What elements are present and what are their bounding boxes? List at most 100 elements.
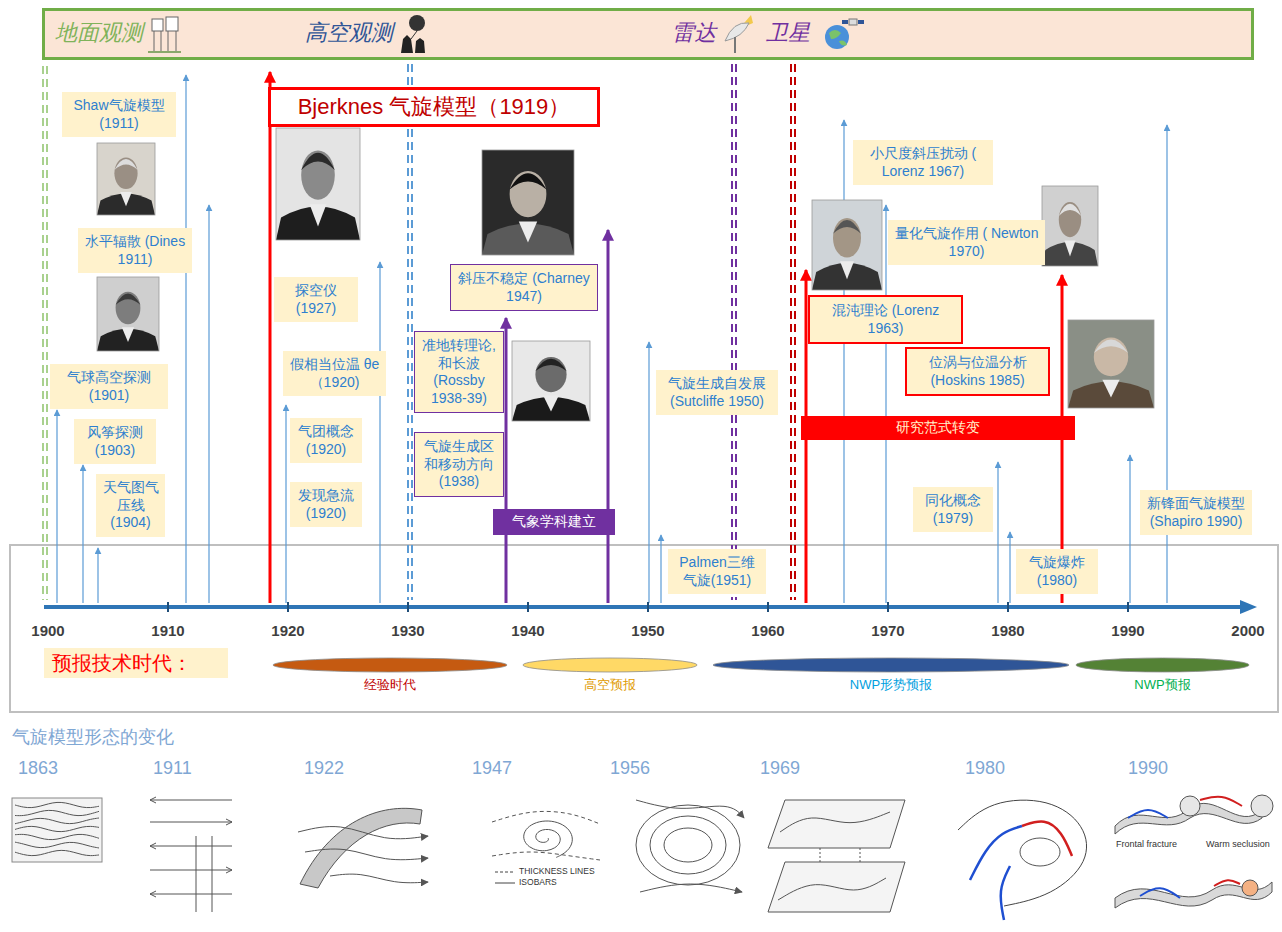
- portrait-head: [116, 292, 141, 325]
- cold-front-sketch: [1001, 866, 1010, 920]
- portrait-frame: [97, 143, 155, 215]
- thickness-line-sketch: [492, 852, 600, 860]
- spiral-sketch: [524, 821, 573, 857]
- event-box: 同化概念 (1979): [913, 487, 993, 532]
- sketch-annotation: Frontal fracture: [1116, 839, 1177, 849]
- portrait-background: [276, 128, 360, 240]
- legend-text: ISOBARS: [519, 878, 557, 887]
- axis-year: 1920: [271, 622, 304, 639]
- label-anchor: Warm seclusion: [1206, 839, 1270, 849]
- solar-panel: [858, 20, 864, 24]
- event-arrow: [1129, 455, 1130, 603]
- era-ellipse-shape: [713, 658, 1069, 672]
- front-line-sketch: [196, 836, 197, 912]
- portrait-collar: [310, 204, 327, 226]
- legend-item: THICKNESS LINES: [494, 866, 595, 877]
- event-box: 水平辐散 (Dines 1911): [78, 228, 192, 273]
- streamline-sketch: [636, 800, 744, 818]
- box-text: 风筝探测 (1903): [87, 424, 144, 459]
- box-text: 预报技术时代：: [52, 651, 193, 675]
- event-box: 气团概念 (1920): [290, 418, 362, 463]
- time-axis: [44, 605, 1242, 609]
- box-text: 气旋生成自发展 (Sutcliffe 1950): [668, 375, 767, 410]
- frontal-wedge-sketch: [300, 808, 422, 888]
- contour-sketch: [778, 878, 886, 900]
- box-text: 天气图气 压线 (1904): [102, 479, 159, 532]
- theory-box: 混沌理论 (Lorenz 1963): [808, 295, 963, 344]
- event-arrow: [379, 262, 380, 603]
- era-divider-dashed: [42, 66, 44, 600]
- era-divider-dashed: [731, 64, 733, 600]
- observation-label: 卫星: [766, 20, 810, 46]
- isobar-sketch: [15, 810, 99, 815]
- screen-leg: [176, 31, 177, 51]
- portrait-photo: [482, 150, 574, 255]
- event-arrow: [843, 120, 844, 603]
- milestone-arrow: [505, 318, 508, 603]
- legend-swatch: [494, 879, 516, 887]
- era-divider-dashed: [790, 64, 792, 600]
- event-arrow: [648, 342, 649, 603]
- axis-year: 2000: [1231, 622, 1264, 639]
- event-box: 风筝探测 (1903): [74, 419, 156, 464]
- event-arrow: [82, 465, 83, 603]
- label-anchor: 气旋模型形态的变化: [12, 727, 174, 748]
- portrait-frame: [512, 341, 590, 421]
- label-anchor: 1922: [304, 758, 344, 779]
- label-anchor: 2000: [1231, 622, 1264, 639]
- event-arrow: [56, 410, 57, 603]
- vortex-sketch: [1180, 796, 1200, 816]
- flow-line-sketch: [150, 870, 232, 871]
- icon-layer: [45, 11, 1251, 57]
- era-label: 经验时代: [272, 676, 508, 694]
- axis-year: 1900: [31, 622, 64, 639]
- portrait-hair: [301, 153, 335, 170]
- sketch-year: 1969: [760, 758, 800, 779]
- portrait-collar: [840, 261, 854, 279]
- event-box: 探空仪 (1927): [274, 277, 358, 322]
- satellite-icon: [825, 19, 864, 49]
- sketch-year: 1980: [965, 758, 1005, 779]
- forecast-era: 高空预报: [522, 657, 698, 694]
- era-banner: 研究范式转变: [801, 416, 1075, 440]
- era-banner: 气象学科建立: [493, 509, 615, 535]
- label-anchor: 1920: [271, 622, 304, 639]
- portrait-frame: [812, 200, 882, 290]
- label-anchor: 1947: [472, 758, 512, 779]
- warm-front-sketch: [1022, 821, 1072, 856]
- screen-box: [166, 17, 178, 31]
- axis-tick: [647, 602, 649, 612]
- axis-year: 1960: [751, 622, 784, 639]
- observation-label: 地面观测: [55, 20, 143, 46]
- event-box: 天气图气 压线 (1904): [96, 474, 165, 537]
- screen-leg: [168, 31, 169, 51]
- screen-box: [152, 19, 163, 31]
- box-text: 气团概念 (1920): [298, 423, 355, 458]
- event-arrow: [97, 548, 98, 603]
- era-divider-dashed: [735, 64, 737, 600]
- portrait-photo: [97, 277, 159, 351]
- event-arrow: [285, 405, 286, 603]
- label-anchor: 1911: [153, 758, 192, 779]
- box-text: Shaw气旋模型 (1911): [73, 97, 166, 132]
- box-text: 混沌理论 (Lorenz 1963): [831, 302, 940, 337]
- label-anchor: 1950: [631, 622, 664, 639]
- box-text: 准地转理论, 和长波 (Rossby 1938-39): [422, 337, 497, 407]
- globe-land: [829, 30, 847, 46]
- radar-dish: [725, 23, 749, 41]
- era-divider-dashed: [407, 64, 409, 600]
- ground-line: [148, 51, 181, 53]
- contour-sketch: [664, 828, 712, 862]
- axis-tick: [287, 602, 289, 612]
- axis-year: 1970: [871, 622, 904, 639]
- portrait-hair: [535, 359, 566, 371]
- axis-tick: [527, 602, 529, 612]
- portrait-background: [97, 143, 155, 215]
- portrait-photo: [276, 128, 360, 240]
- portrait-frame: [482, 150, 574, 255]
- axis-year: 1990: [1111, 622, 1144, 639]
- box-text: 气旋爆炸 (1980): [1029, 554, 1086, 589]
- theory-box: 气旋生成区 和移动方向 (1938): [414, 432, 504, 497]
- event-box: 气旋爆炸 (1980): [1016, 549, 1098, 594]
